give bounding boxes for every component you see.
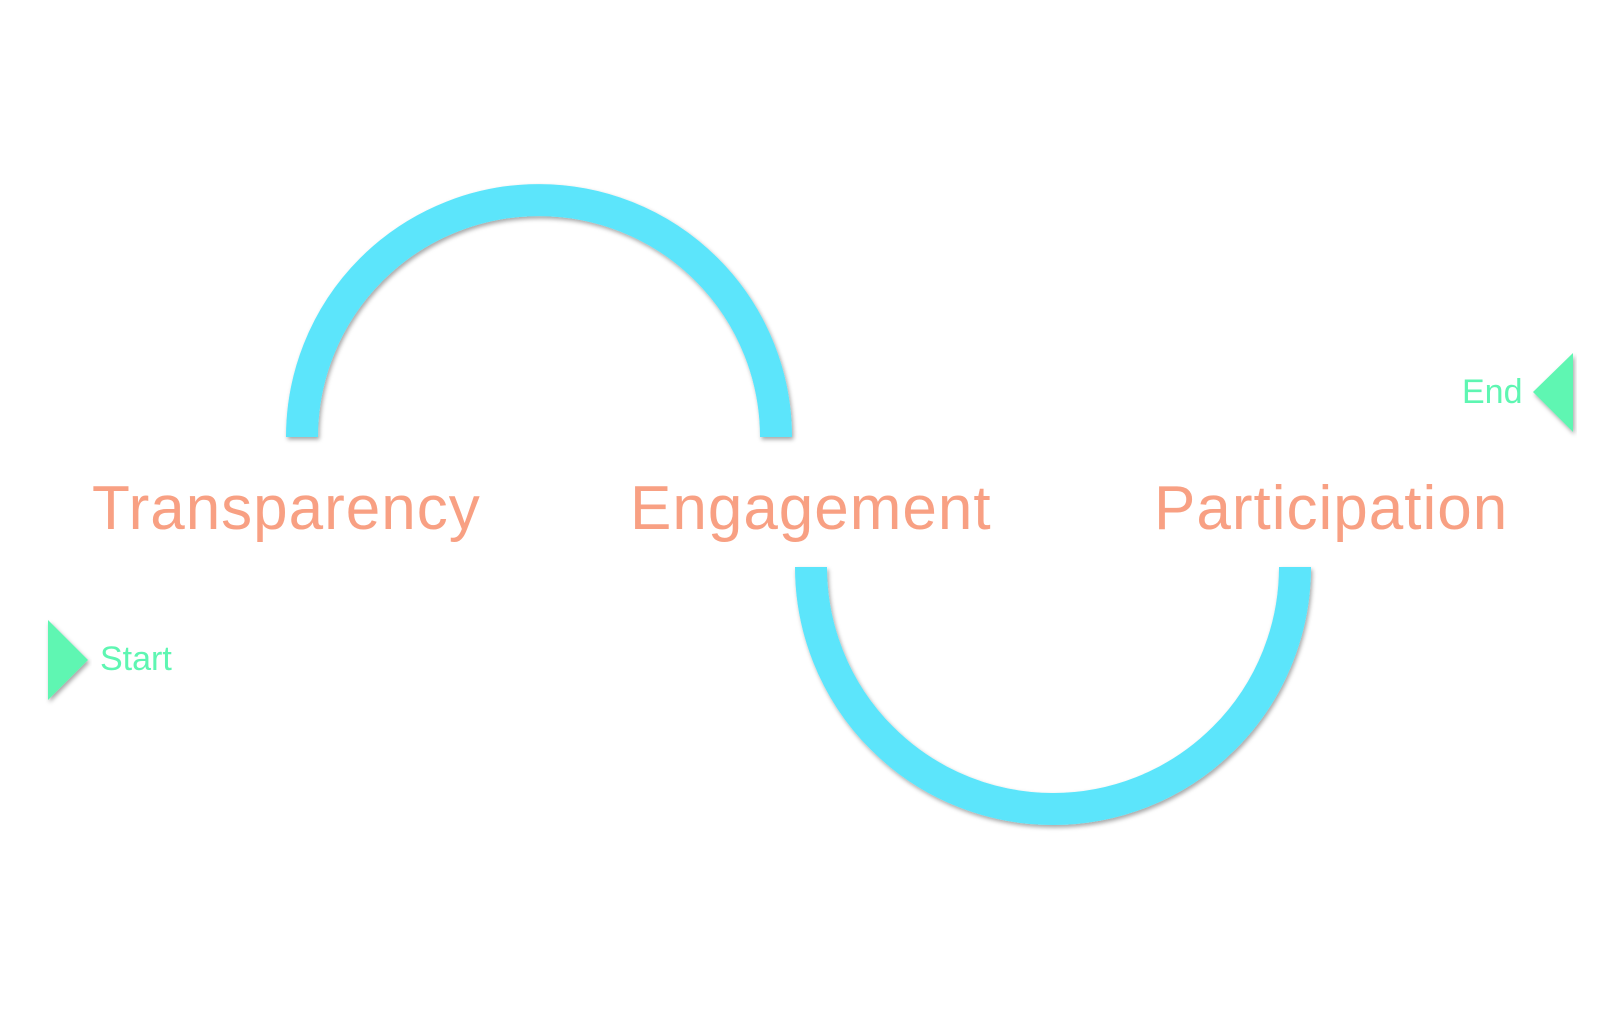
stage-label-participation: Participation — [1154, 474, 1509, 543]
start-triangle-icon — [48, 620, 88, 700]
lower-arc-connector — [795, 566, 1311, 825]
stage-label-transparency: Transparency — [92, 474, 481, 543]
end-triangle-icon — [1533, 353, 1573, 432]
upper-arc-connector — [286, 184, 792, 438]
stage-label-engagement: Engagement — [630, 474, 992, 543]
end-label: End — [1462, 373, 1523, 411]
start-label: Start — [100, 640, 172, 678]
